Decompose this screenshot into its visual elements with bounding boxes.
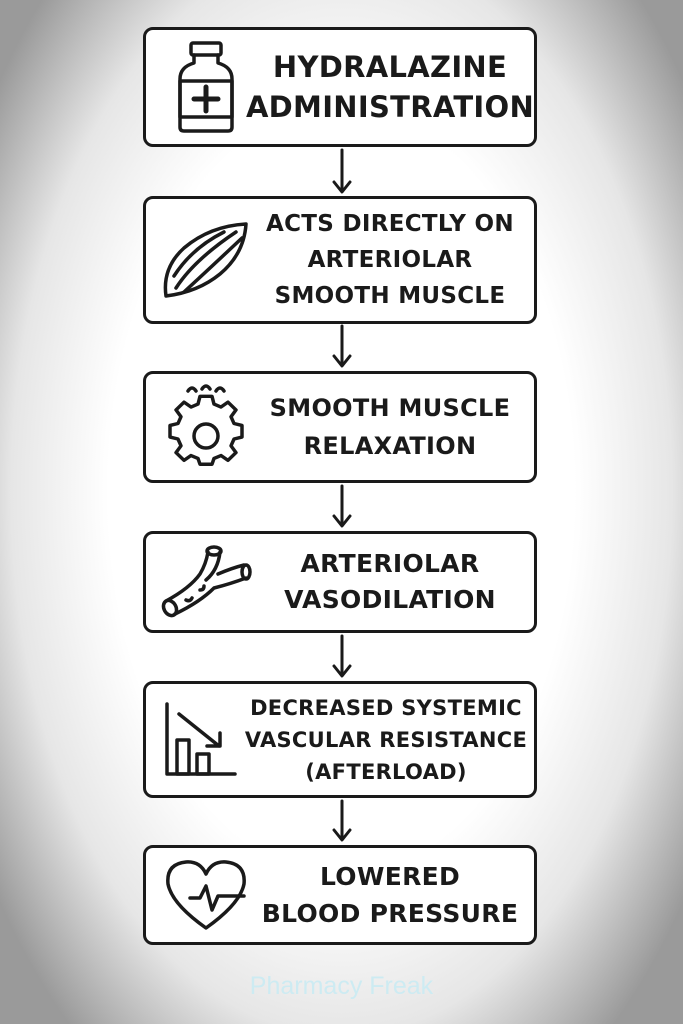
muscle-icon bbox=[146, 199, 266, 321]
step-hydralazine-administration: HYDRALAZINE ADMINISTRATION bbox=[143, 27, 537, 147]
step-label-line: BLOOD PRESSURE bbox=[261, 899, 519, 928]
step-label: DECREASED SYSTEMIC VASCULAR RESISTANCE (… bbox=[244, 684, 528, 795]
step-label-line: LOWERED bbox=[319, 862, 461, 891]
down-arrow-icon bbox=[332, 799, 352, 842]
down-arrow-icon bbox=[332, 634, 352, 678]
down-arrow-icon bbox=[332, 484, 352, 528]
step-acts-on-smooth-muscle: ACTS DIRECTLY ON ARTERIOLAR SMOOTH MUSCL… bbox=[143, 196, 537, 324]
step-label: SMOOTH MUSCLE RELAXATION bbox=[254, 374, 526, 480]
step-label-line: SMOOTH MUSCLE bbox=[269, 394, 511, 422]
step-label-line: RELAXATION bbox=[303, 432, 477, 460]
step-label: LOWERED BLOOD PRESSURE bbox=[254, 848, 526, 942]
step-label-line: ADMINISTRATION bbox=[245, 90, 535, 124]
step-smooth-muscle-relaxation: SMOOTH MUSCLE RELAXATION bbox=[143, 371, 537, 483]
step-arteriolar-vasodilation: ARTERIOLAR VASODILATION bbox=[143, 531, 537, 633]
step-lowered-blood-pressure: LOWERED BLOOD PRESSURE bbox=[143, 845, 537, 945]
step-label-line: ACTS DIRECTLY ON bbox=[266, 211, 514, 237]
step-label-line: (AFTERLOAD) bbox=[305, 759, 467, 784]
declining-bar-chart-icon bbox=[146, 684, 256, 795]
step-label-line: HYDRALAZINE bbox=[272, 50, 508, 84]
step-label: HYDRALAZINE ADMINISTRATION bbox=[246, 30, 534, 144]
step-label-line: VASCULAR RESISTANCE bbox=[244, 727, 528, 752]
blood-vessel-icon bbox=[146, 534, 266, 630]
heart-pulse-icon bbox=[146, 848, 266, 942]
step-label: ACTS DIRECTLY ON ARTERIOLAR SMOOTH MUSCL… bbox=[254, 199, 526, 321]
step-label-line: ARTERIOLAR bbox=[307, 247, 473, 273]
step-label-line: VASODILATION bbox=[284, 585, 496, 614]
down-arrow-icon bbox=[332, 148, 352, 194]
down-arrow-icon bbox=[332, 324, 352, 368]
watermark: Pharmacy Freak bbox=[249, 972, 434, 1000]
gear-icon bbox=[146, 374, 266, 480]
step-label-line: ARTERIOLAR bbox=[300, 549, 480, 578]
step-decreased-vascular-resistance: DECREASED SYSTEMIC VASCULAR RESISTANCE (… bbox=[143, 681, 537, 798]
step-label-line: DECREASED SYSTEMIC bbox=[250, 695, 522, 720]
medicine-bottle-icon bbox=[146, 30, 266, 144]
step-label: ARTERIOLAR VASODILATION bbox=[254, 534, 526, 630]
step-label-line: SMOOTH MUSCLE bbox=[274, 283, 506, 309]
